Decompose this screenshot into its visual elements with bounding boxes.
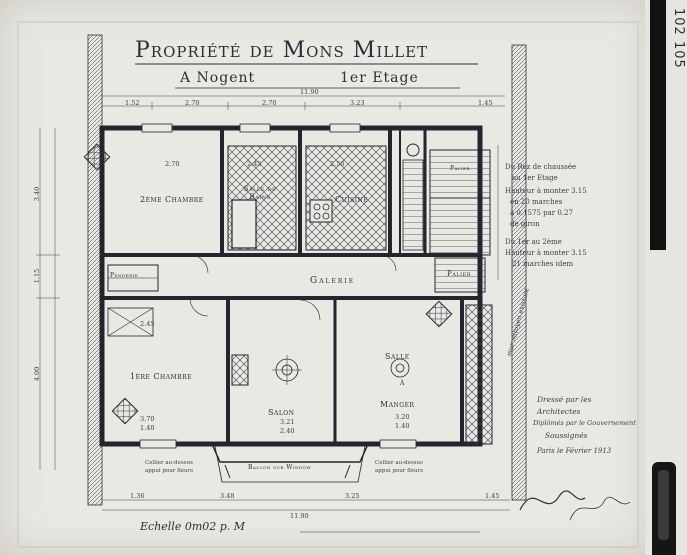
room-dim: 2.50 [330, 160, 345, 168]
dim-top-seg: 3.23 [350, 99, 365, 107]
dim-top-seg: 2.70 [262, 99, 277, 107]
dim-bottom-seg: 3.25 [345, 492, 360, 500]
bottom-note: appui pour fleurs [375, 468, 424, 474]
dim-top-seg: 1.45 [478, 99, 493, 107]
dim-top-total: 11.90 [300, 88, 319, 96]
stair-note: en 20 marches [510, 198, 563, 206]
room-palier-right: Palier [447, 270, 472, 278]
binder-clip [652, 462, 676, 555]
room-dim: 3.20 [395, 413, 410, 421]
room-dim: 3.21 [280, 418, 295, 426]
room-galerie: Galerie [310, 276, 356, 286]
dim-left: 1.15 [33, 268, 42, 284]
bottom-note: Cellier au-dessus [145, 460, 193, 466]
stair-note: Du Rez de chaussée [505, 163, 577, 171]
room-dim: 3.70 [140, 415, 155, 423]
room-balcon: Balcon sur Window [248, 464, 312, 471]
dim-bottom-seg: 3.48 [220, 492, 235, 500]
stair-note: Hauteur à monter 3.15 [505, 187, 587, 195]
bottom-note: appui pour fleurs [145, 468, 194, 474]
room-salon: Salon [268, 408, 295, 417]
stair-note: à 0.1575 par 0.27 [510, 209, 573, 217]
room-salle-a-manger-2: à [400, 378, 405, 387]
dim-top-seg: 1.52 [125, 99, 140, 107]
binder-edge [650, 0, 666, 250]
stair-note: Hauteur à monter 3.15 [505, 249, 587, 257]
dim-left: 4.00 [33, 366, 42, 382]
dim-top-seg: 2.70 [185, 99, 200, 107]
stair-note: de giron [510, 220, 540, 228]
dim-bottom-seg: 1.45 [485, 492, 500, 500]
stair-note: Du 1er au 2ème [505, 238, 562, 246]
plan-title: Propriété de Mons Millet [135, 38, 429, 63]
room-dim: 1.40 [140, 424, 155, 432]
dim-left: 3.40 [33, 186, 42, 202]
room-cuisine: Cuisine [335, 195, 369, 204]
room-dim: 2.45 [140, 320, 155, 328]
room-salle-de-bains: Salle de Bains [243, 185, 277, 201]
bottom-note: Cellier au-dessus [375, 460, 423, 466]
room-palier-left: Palier [450, 165, 471, 172]
signature-line: Dressé par les [537, 395, 592, 404]
plan-floor: 1er Etage [340, 70, 419, 86]
stair-note: 21 marches idem [512, 260, 574, 268]
room-chambre-1: 1ère Chambre [130, 372, 193, 381]
signature-line: Diplômés par le Gouvernement [533, 419, 636, 427]
signature-line: Architectes [537, 407, 581, 416]
room-chambre-2: 2ème Chambre [140, 195, 204, 204]
signature-line: Paris le Février 1913 [537, 447, 612, 455]
room-salle-a-manger-3: Manger [380, 400, 415, 409]
room-dim: 2.70 [165, 160, 180, 168]
room-salle-a-manger-1: Salle [385, 352, 410, 361]
room-dim: 2.45 [247, 160, 262, 168]
signature-line: Soussignés [545, 431, 588, 440]
dim-bottom-total: 11.90 [290, 512, 309, 520]
stair-note: au 1er Etage [512, 174, 558, 182]
dim-bottom-seg: 1.36 [130, 492, 145, 500]
archive-number: 102 105 [671, 8, 686, 69]
floor-plan-drawing [17, 21, 639, 548]
room-dim: 1.40 [395, 422, 410, 430]
scale-label: Echelle 0m02 p. M [140, 520, 246, 533]
plan-location: A Nogent [180, 70, 256, 86]
room-penderie: Penderie [110, 272, 139, 279]
room-dim: 2.40 [280, 427, 295, 435]
